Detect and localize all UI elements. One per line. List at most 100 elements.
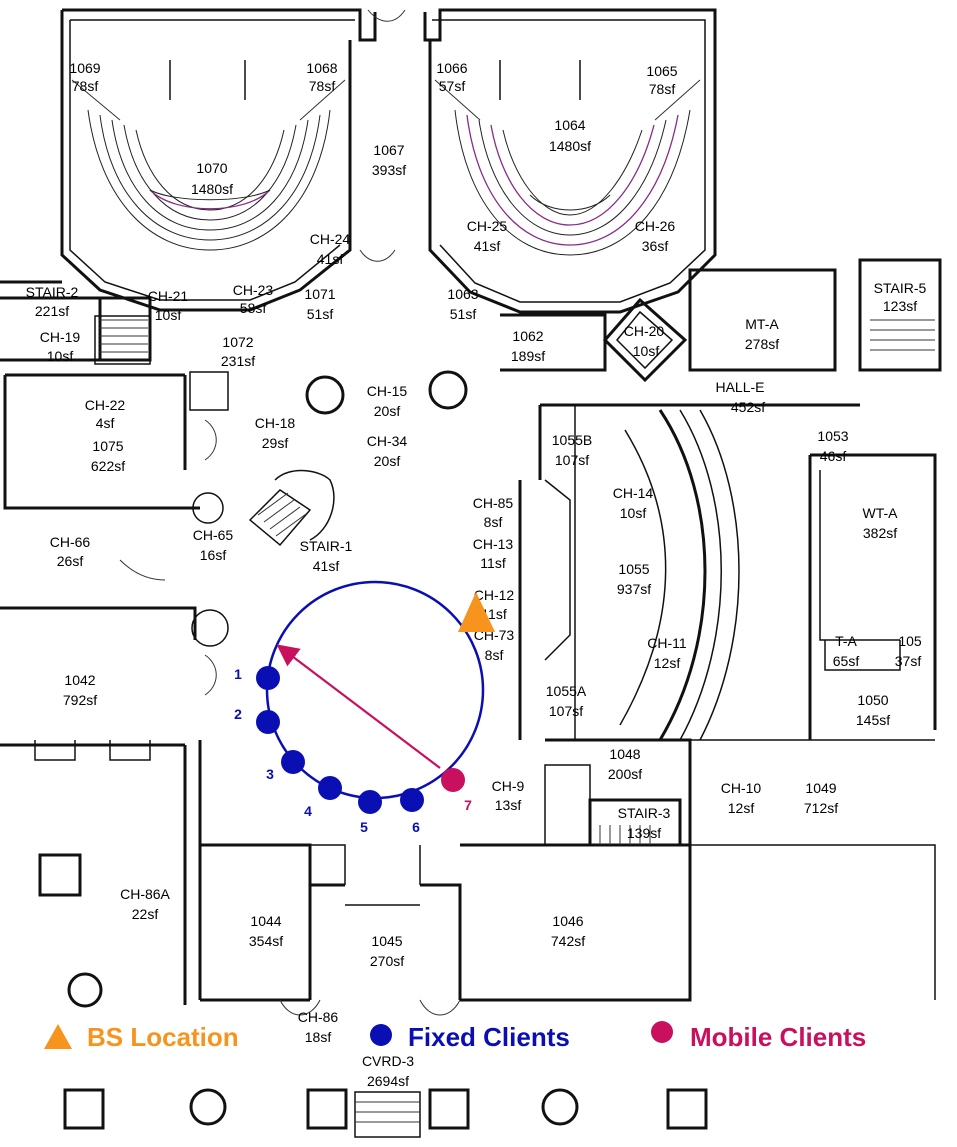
room-ch25-name: CH-25 (467, 218, 508, 234)
room-1064-area: 1480sf (549, 138, 591, 154)
room-labels: 1069 78sf 1068 78sf 1066 57sf 1065 78sf … (26, 60, 927, 1089)
fixed-client-4-label: 4 (304, 803, 312, 819)
room-ch20-name: CH-20 (624, 323, 665, 339)
room-1055-name: 1055 (618, 561, 649, 577)
room-1065-name: 1065 (646, 63, 677, 79)
room-cvrd3-area: 2694sf (367, 1073, 409, 1089)
room-1055-area: 937sf (617, 581, 651, 597)
room-ch14-name: CH-14 (613, 485, 654, 501)
fixed-client-5 (358, 790, 382, 814)
room-wta-area: 382sf (863, 525, 897, 541)
legend-mobile-icon (651, 1021, 673, 1043)
room-1063-area: 51sf (450, 306, 477, 322)
room-1063-name: 1063 (447, 286, 478, 302)
legend: BS Location Fixed Clients Mobile Clients (44, 1021, 866, 1052)
room-1062-name: 1062 (512, 328, 543, 344)
room-1053-name: 1053 (817, 428, 848, 444)
legend-bs-icon (44, 1024, 72, 1049)
room-ch13-area: 11sf (480, 555, 506, 571)
mobile-client-7 (441, 768, 465, 792)
fixed-client-1-label: 1 (234, 666, 242, 682)
room-ch86a-name: CH-86A (120, 886, 170, 902)
room-ch66-name: CH-66 (50, 534, 91, 550)
room-1068-name: 1068 (306, 60, 337, 76)
room-ch24-area: 41sf (317, 251, 344, 267)
room-1046-name: 1046 (552, 913, 583, 929)
room-ch85-name: CH-85 (473, 495, 514, 511)
room-ch86a-area: 22sf (132, 906, 159, 922)
room-1046-area: 742sf (551, 933, 585, 949)
room-ta-name: T-A (835, 633, 857, 649)
room-ch9-name: CH-9 (492, 778, 525, 794)
room-ch18-area: 29sf (262, 435, 289, 451)
room-1049-name: 1049 (805, 780, 836, 796)
room-ch23-area: 58sf (240, 300, 267, 316)
room-1075-name: 1075 (92, 438, 123, 454)
building-walls (0, 8, 942, 1138)
room-1053-area: 46sf (820, 448, 847, 464)
room-1066-area: 57sf (439, 78, 466, 94)
room-ch66-area: 26sf (57, 553, 84, 569)
room-stair2-area: 221sf (35, 303, 69, 319)
fixed-client-2 (256, 710, 280, 734)
room-1048-area: 200sf (608, 766, 642, 782)
room-stair1-name: STAIR-1 (300, 538, 353, 554)
room-1069-area: 78sf (72, 78, 99, 94)
room-ch14-area: 10sf (620, 505, 647, 521)
legend-mobile-label: Mobile Clients (690, 1022, 866, 1052)
room-105-name: 105 (898, 633, 922, 649)
mobile-path-arrow (276, 644, 441, 769)
room-ch11-name: CH-11 (647, 635, 687, 651)
room-1042-name: 1042 (64, 672, 95, 688)
network-overlay: 1 2 3 4 5 6 7 (234, 580, 495, 835)
room-1062-area: 189sf (511, 348, 545, 364)
room-ch25-area: 41sf (474, 238, 501, 254)
mobile-client-7-label: 7 (464, 797, 472, 813)
auditorium-seating (71, 60, 701, 256)
room-ch18-name: CH-18 (255, 415, 296, 431)
room-ch9-area: 13sf (495, 797, 522, 813)
room-ch21-name: CH-21 (148, 288, 189, 304)
room-1042-area: 792sf (63, 692, 97, 708)
room-1050-name: 1050 (857, 692, 888, 708)
room-1068-area: 78sf (309, 78, 336, 94)
room-1065-area: 78sf (649, 81, 676, 97)
room-ch22-name: CH-22 (85, 397, 126, 413)
room-ch26-area: 36sf (642, 238, 669, 254)
room-ch10-area: 12sf (728, 800, 755, 816)
room-ch12-name: CH-12 (474, 587, 515, 603)
room-ch23-name: CH-23 (233, 282, 274, 298)
room-1067-name: 1067 (373, 142, 404, 158)
room-ch65-area: 16sf (200, 547, 227, 563)
room-ch34-name: CH-34 (367, 433, 408, 449)
room-1055a-area: 107sf (549, 703, 583, 719)
room-ch22-area: 4sf (96, 415, 115, 431)
room-ch19-area: 10sf (47, 348, 74, 364)
fixed-client-6-label: 6 (412, 819, 420, 835)
room-stair2-name: STAIR-2 (26, 284, 79, 300)
room-1070-name: 1070 (196, 160, 227, 176)
room-1075-area: 622sf (91, 458, 125, 474)
room-stair1-area: 41sf (313, 558, 340, 574)
room-stair3-name: STAIR-3 (618, 805, 671, 821)
room-ch13-name: CH-13 (473, 536, 514, 552)
room-cvrd3-name: CVRD-3 (362, 1053, 414, 1069)
fixed-client-1 (256, 666, 280, 690)
bs-location-marker (458, 592, 495, 632)
room-halle-name: HALL-E (715, 379, 764, 395)
room-mta-name: MT-A (745, 316, 779, 332)
room-stair3-area: 139sf (627, 825, 661, 841)
room-ch11-area: 12sf (654, 655, 681, 671)
room-1049-area: 712sf (804, 800, 838, 816)
room-ch86-name: CH-86 (298, 1009, 339, 1025)
room-ch10-name: CH-10 (721, 780, 762, 796)
room-1071-area: 51sf (307, 306, 334, 322)
room-ch86-area: 18sf (305, 1029, 332, 1045)
room-1055b-name: 1055B (552, 432, 592, 448)
legend-fixed-icon (370, 1024, 392, 1046)
room-ch15-area: 20sf (374, 403, 401, 419)
room-mta-area: 278sf (745, 336, 779, 352)
room-1072-area: 231sf (221, 353, 255, 369)
